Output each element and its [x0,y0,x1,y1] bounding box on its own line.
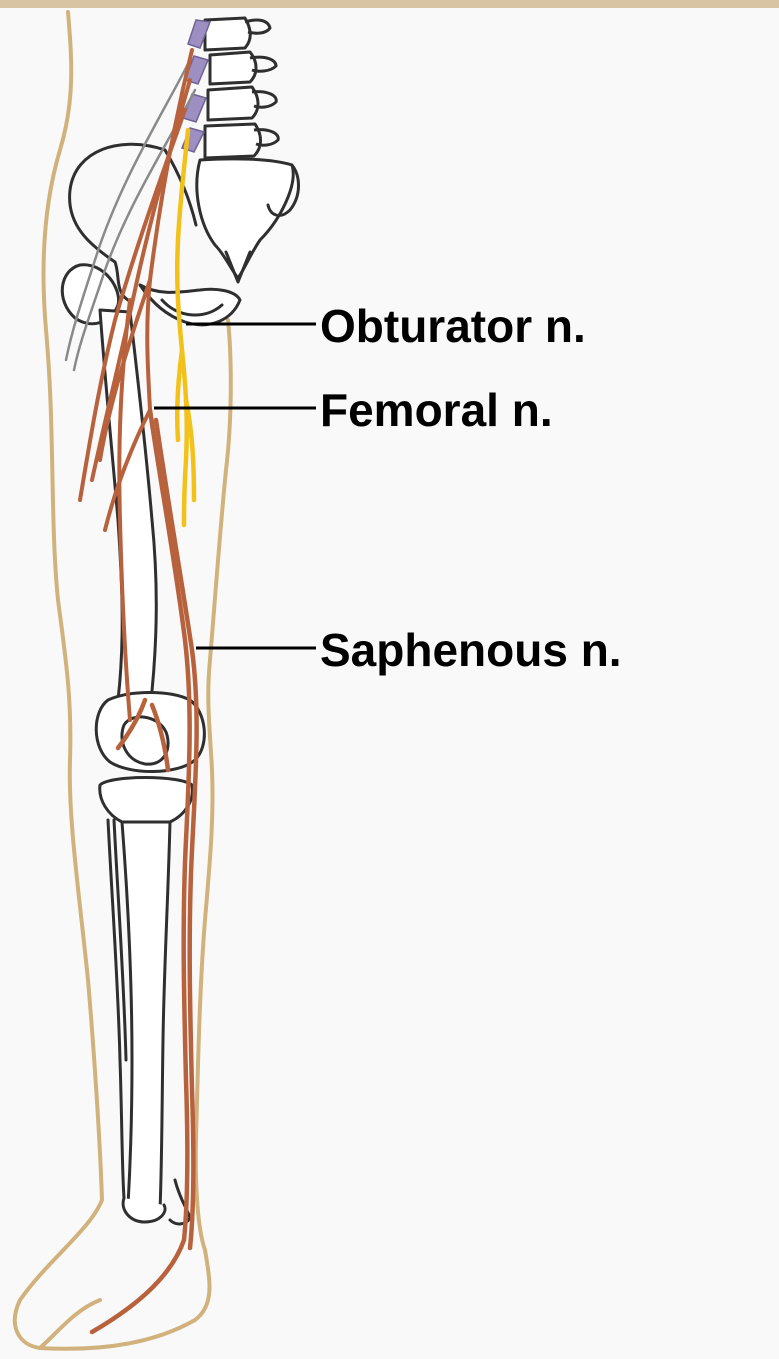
tibia-fibula [100,778,193,1224]
top-border [0,0,779,8]
saphenous-label: Saphenous n. [320,624,622,676]
obturator-label: Obturator n. [320,300,586,352]
femoral-label: Femoral n. [320,384,553,436]
lumbar-spine [205,18,278,158]
